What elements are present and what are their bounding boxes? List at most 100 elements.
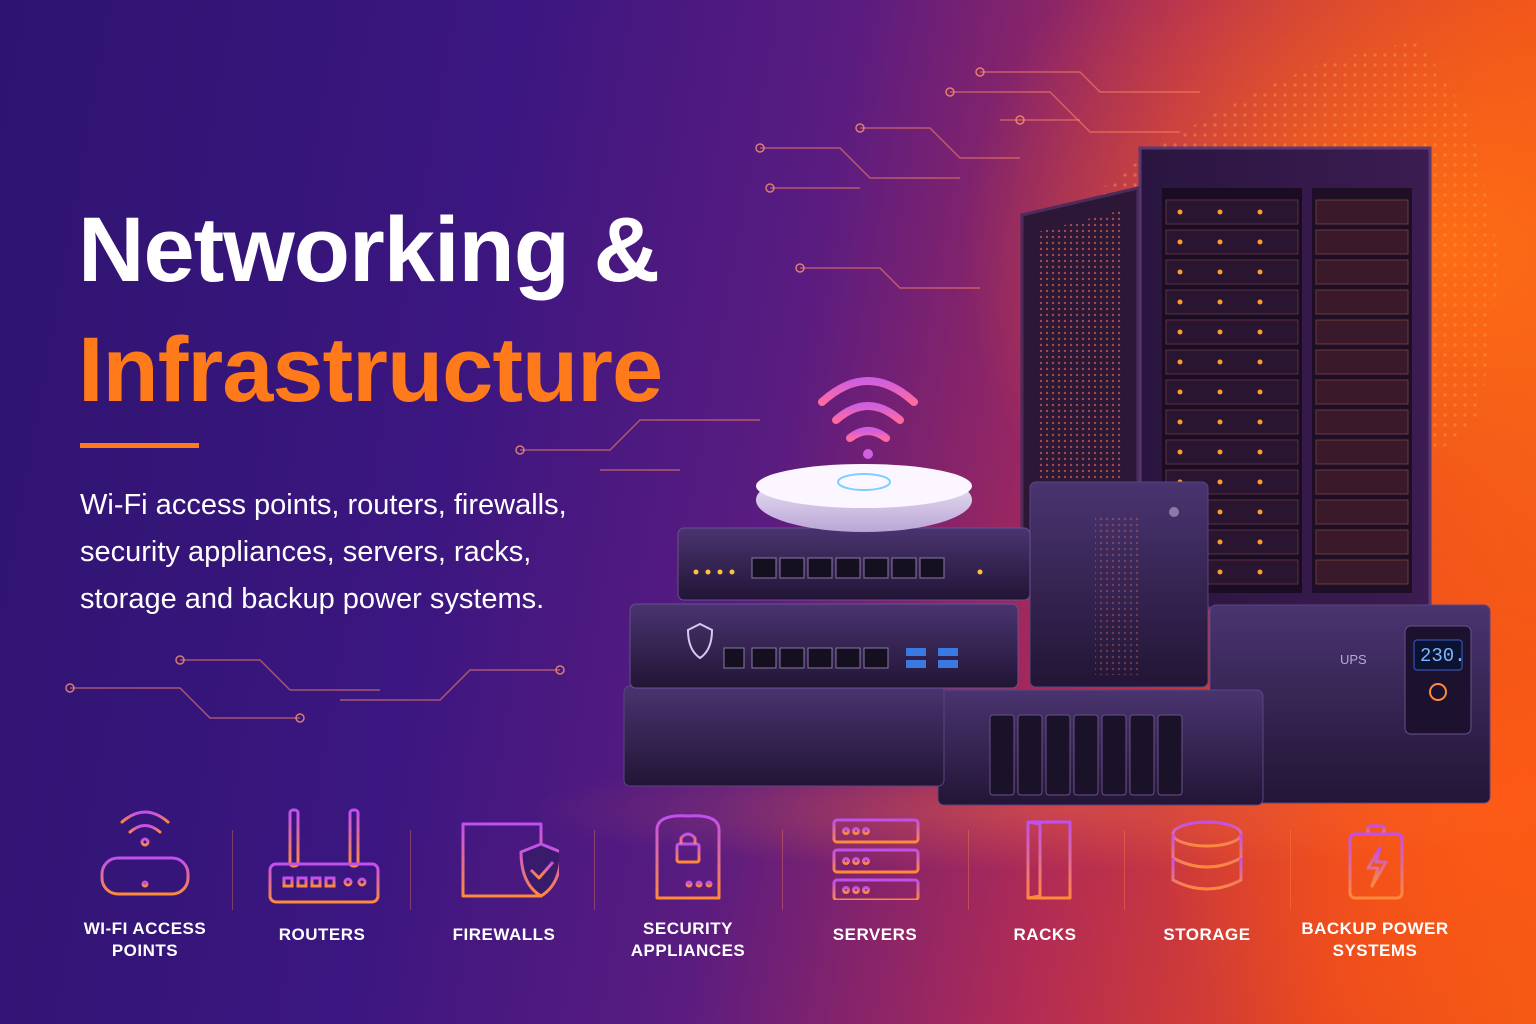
rack-unit xyxy=(1165,379,1299,405)
router-icon xyxy=(268,808,380,904)
tower-server xyxy=(1029,481,1209,688)
divider xyxy=(1124,830,1125,910)
rack-led xyxy=(1177,389,1183,395)
rack-unit xyxy=(1315,409,1409,435)
divider xyxy=(968,830,969,910)
category-backup-power-systems[interactable]: BACKUP POWER SYSTEMS xyxy=(1295,800,1455,960)
rack-led xyxy=(1177,269,1183,275)
divider xyxy=(782,830,783,910)
rack-led xyxy=(1257,239,1263,245)
rack-led xyxy=(1257,569,1263,575)
accent-rule xyxy=(80,443,199,448)
rack-led xyxy=(1217,239,1223,245)
base-appliance xyxy=(623,685,945,787)
rack-led xyxy=(1217,509,1223,515)
category-label: RACKS xyxy=(970,924,1120,946)
category-label: SECURITY APPLIANCES xyxy=(613,918,763,962)
category-label-line: SERVERS xyxy=(832,925,918,944)
rack-unit xyxy=(1165,349,1299,375)
rack-led xyxy=(1177,449,1183,455)
rack-unit xyxy=(1315,469,1409,495)
rack-led xyxy=(1177,359,1183,365)
rack-led xyxy=(1257,419,1263,425)
rack-unit xyxy=(1165,199,1299,225)
category-label-line: FIREWALLS xyxy=(452,925,556,944)
subtitle: Wi-Fi access points, routers, firewalls,… xyxy=(80,482,700,623)
category-label-line: BACKUP POWER xyxy=(1301,919,1449,938)
category-label-line: SECURITY xyxy=(643,919,733,938)
rack-unit xyxy=(1315,199,1409,225)
subtitle-line: security appliances, servers, racks, xyxy=(80,536,532,568)
category-label-line: WI-FI ACCESS xyxy=(83,919,207,938)
rack-led xyxy=(1217,389,1223,395)
subtitle-line: storage and backup power systems. xyxy=(80,583,545,615)
category-label-line: ROUTERS xyxy=(278,925,366,944)
category-label-line: RACKS xyxy=(1013,925,1077,944)
rack-led xyxy=(1217,539,1223,545)
rack-led xyxy=(1177,209,1183,215)
rack-unit xyxy=(1315,289,1409,315)
category-firewalls[interactable]: FIREWALLS xyxy=(429,800,579,944)
rack-led xyxy=(1217,419,1223,425)
rack-led xyxy=(1257,539,1263,545)
rack-led xyxy=(1217,209,1223,215)
rack-unit xyxy=(1165,409,1299,435)
nas-storage xyxy=(937,689,1264,806)
rack-led xyxy=(1257,479,1263,485)
category-label-line: POINTS xyxy=(111,941,179,960)
rack-led xyxy=(1257,359,1263,365)
headline-line-1: Networking & xyxy=(78,199,660,301)
rack-icon xyxy=(1026,820,1072,900)
rack-unit xyxy=(1315,259,1409,285)
rack-unit xyxy=(1315,439,1409,465)
rack-unit xyxy=(1315,499,1409,525)
rack-led xyxy=(1217,479,1223,485)
rack-led xyxy=(1257,389,1263,395)
server-icon xyxy=(832,818,920,900)
rack-led xyxy=(1217,299,1223,305)
rack-led xyxy=(1217,569,1223,575)
rack-led xyxy=(1257,449,1263,455)
rack-led xyxy=(1257,269,1263,275)
divider xyxy=(594,830,595,910)
rack-led xyxy=(1257,299,1263,305)
category-label: SERVERS xyxy=(800,924,950,946)
category-label: BACKUP POWER SYSTEMS xyxy=(1295,918,1455,962)
ups-unit xyxy=(1209,604,1491,804)
rack-led xyxy=(1217,269,1223,275)
category-security-appliances[interactable]: SECURITY APPLIANCES xyxy=(613,800,763,960)
rack-led xyxy=(1257,329,1263,335)
rack-led xyxy=(1177,329,1183,335)
rack-unit xyxy=(1165,289,1299,315)
category-wifi-access-points[interactable]: WI-FI ACCESS POINTS xyxy=(70,800,220,960)
rack-led xyxy=(1177,419,1183,425)
ups-label: UPS xyxy=(1340,652,1367,667)
rack-unit xyxy=(1165,439,1299,465)
category-storage[interactable]: STORAGE xyxy=(1132,800,1282,944)
rack-led xyxy=(1217,359,1223,365)
rack-unit xyxy=(1315,529,1409,555)
category-routers[interactable]: ROUTERS xyxy=(247,800,397,944)
firewall-icon xyxy=(461,822,559,898)
headline-line-2: Infrastructure xyxy=(78,319,663,421)
firewall-appliance xyxy=(629,603,1019,689)
category-label-line: APPLIANCES xyxy=(630,941,746,960)
rack-led xyxy=(1257,209,1263,215)
rack-unit xyxy=(1315,319,1409,345)
rack-led xyxy=(1257,509,1263,515)
category-label: STORAGE xyxy=(1132,924,1282,946)
category-label: ROUTERS xyxy=(247,924,397,946)
rack-unit xyxy=(1315,379,1409,405)
category-servers[interactable]: SERVERS xyxy=(800,800,950,944)
rack-unit xyxy=(1165,319,1299,345)
rack-led xyxy=(1217,329,1223,335)
rack-unit xyxy=(1165,229,1299,255)
subtitle-line: Wi-Fi access points, routers, firewalls, xyxy=(80,489,567,521)
security-appliance-icon xyxy=(655,814,721,900)
network-switch xyxy=(677,527,1031,601)
ups-display: 230. xyxy=(1420,645,1466,667)
divider xyxy=(1290,830,1291,910)
category-racks[interactable]: RACKS xyxy=(970,800,1120,944)
category-label: WI-FI ACCESS POINTS xyxy=(70,918,220,962)
